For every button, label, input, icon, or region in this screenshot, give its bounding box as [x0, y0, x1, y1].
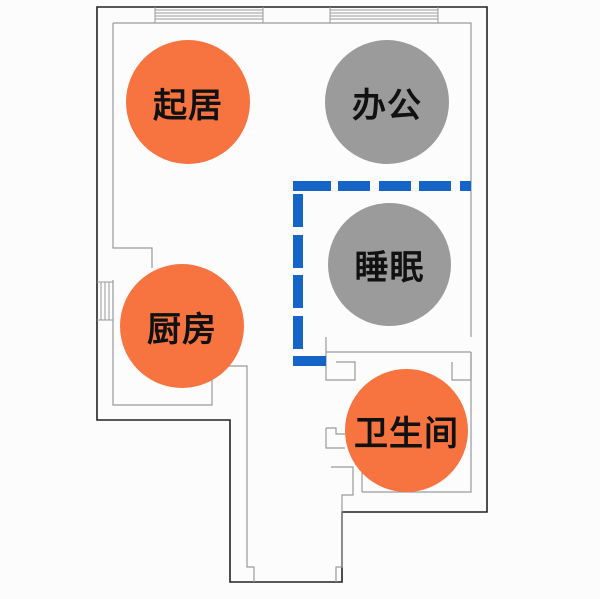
zone-label: 睡眠 [354, 248, 425, 288]
outer-wall [96, 6, 488, 583]
zone-kitchen: 厨房 [120, 264, 244, 388]
zone-sleep: 睡眠 [328, 203, 451, 326]
dashed-partition [293, 181, 471, 366]
inner-walls [112, 22, 472, 582]
zone-label: 起居 [153, 85, 223, 126]
zone-office: 办公 [325, 40, 449, 164]
zone-bathroom: 卫生间 [345, 369, 468, 492]
zone-label: 厨房 [147, 309, 217, 350]
zone-label: 卫生间 [354, 414, 459, 454]
windows [97, 7, 439, 321]
zone-label: 办公 [352, 85, 422, 126]
zone-living: 起居 [126, 40, 250, 164]
